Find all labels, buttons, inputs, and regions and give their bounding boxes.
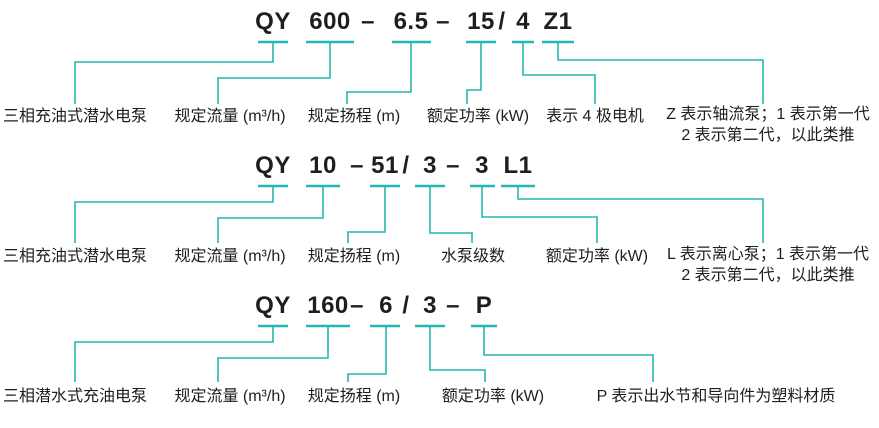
model-code-2: QY 10 – 51 / 3 – 3 L1 (0, 153, 879, 181)
slash-separator: / (498, 8, 506, 35)
label-power-3: 额定功率 (kW) (441, 388, 545, 405)
slash-separator: / (402, 152, 410, 179)
diagram3-connectors (74, 326, 654, 382)
dash-separator: – (350, 292, 364, 319)
model-segment-material: P (475, 292, 493, 319)
label-pole-motor-1: 表示 4 极电机 (546, 108, 644, 125)
label-head-2: 规定扬程 (m) (307, 248, 401, 265)
model-segment-prefix: QY (255, 152, 291, 179)
model-segment-stages: 3 (423, 152, 437, 179)
label-series-suffix-1-line2: 2 表示第二代，以此类推 (681, 127, 855, 144)
model-segment-power: 3 (423, 292, 437, 319)
label-flow-1: 规定流量 (m³/h) (174, 108, 286, 125)
slash-separator: / (402, 292, 410, 319)
label-flow-2: 规定流量 (m³/h) (174, 248, 286, 265)
diagram1-connectors (74, 42, 764, 104)
label-flow-3: 规定流量 (m³/h) (174, 388, 286, 405)
model-code-1: QY 600 – 6.5 – 15 / 4 Z1 (0, 9, 879, 37)
model-segment-flow: 10 (309, 152, 337, 179)
label-series-suffix-2-line1: L 表示离心泵；1 表示第一代 (666, 246, 870, 263)
dash-separator: – (446, 292, 460, 319)
dash-separator: – (436, 8, 450, 35)
model-segment-power: 15 (467, 8, 495, 35)
label-stages-2: 水泵级数 (440, 248, 506, 265)
model-segment-head: 51 (371, 152, 399, 179)
diagram2-connectors (74, 186, 764, 243)
model-segment-flow: 600 (309, 8, 351, 35)
model-segment-poles: 4 (516, 8, 530, 35)
label-pump-type-2: 三相充油式潜水电泵 (2, 248, 148, 265)
model-segment-power: 3 (475, 152, 489, 179)
dash-separator: – (350, 152, 364, 179)
model-segment-prefix: QY (255, 292, 291, 319)
model-segment-head: 6 (379, 292, 393, 319)
label-pump-type-3: 三相潜水式充油电泵 (2, 388, 148, 405)
label-series-suffix-1: Z 表示轴流泵；1 表示第一代 2 表示第二代，以此类推 (666, 104, 870, 146)
label-material-suffix-3: P 表示出水节和导向件为塑料材质 (596, 388, 836, 405)
label-series-suffix-2: L 表示离心泵；1 表示第一代 2 表示第二代，以此类推 (667, 244, 869, 286)
label-pump-type-1: 三相充油式潜水电泵 (2, 108, 148, 125)
label-series-suffix-2-line2: 2 表示第二代，以此类推 (681, 267, 855, 284)
label-power-2: 额定功率 (kW) (545, 248, 649, 265)
dash-separator: – (446, 152, 460, 179)
label-head-3: 规定扬程 (m) (307, 388, 401, 405)
model-code-3: QY 160 – 6 / 3 – P (0, 293, 879, 321)
model-segment-series: Z1 (543, 8, 573, 35)
model-segment-head: 6.5 (393, 8, 429, 35)
dash-separator: – (361, 8, 375, 35)
label-series-suffix-1-line1: Z 表示轴流泵；1 表示第一代 (666, 106, 870, 123)
label-power-1: 额定功率 (kW) (426, 108, 530, 125)
label-head-1: 规定扬程 (m) (307, 108, 401, 125)
model-segment-series: L1 (503, 152, 533, 179)
model-segment-flow: 160 (307, 292, 349, 319)
model-segment-prefix: QY (255, 8, 291, 35)
